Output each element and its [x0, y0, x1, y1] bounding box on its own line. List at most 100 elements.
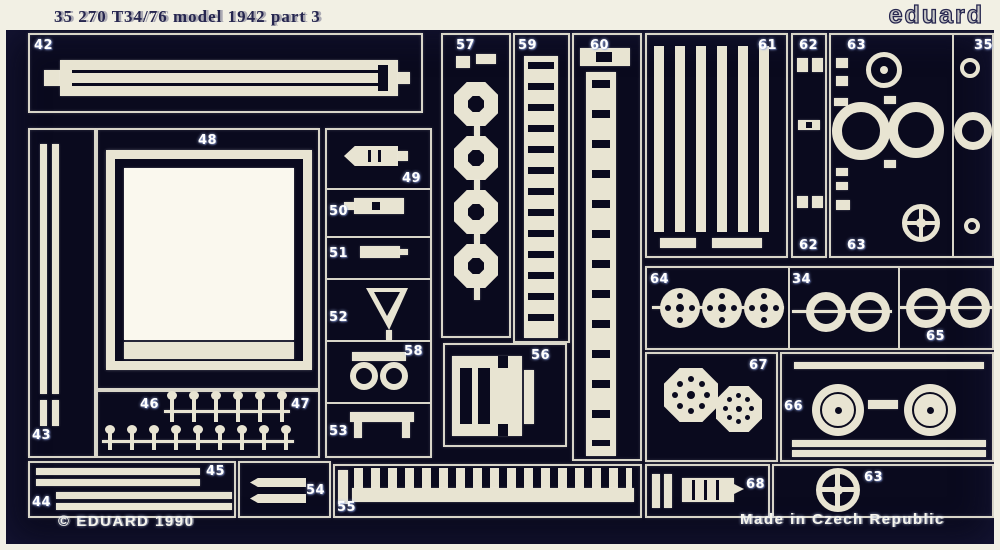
sprue-stem: [474, 126, 480, 136]
part-flange: [524, 370, 534, 424]
slot-cutout: [372, 202, 380, 210]
part-rail-short: [52, 400, 59, 426]
part-long-hull-strip: [60, 60, 398, 96]
part-number-44: 44: [32, 495, 52, 510]
part-number-51: 51: [329, 246, 349, 261]
part-flower-nut: [716, 386, 762, 432]
part-connector: [712, 238, 762, 248]
part-cylinder: [354, 198, 404, 214]
part-number-46: 46: [140, 397, 160, 412]
part-number-53: 53: [329, 424, 349, 439]
section-59: [513, 33, 570, 343]
petal-holes: [736, 406, 741, 411]
part-number-68: 68: [746, 477, 766, 492]
notch: [498, 424, 508, 436]
part-bracket-foot: [402, 422, 410, 438]
part-fitting: [798, 120, 820, 130]
part-number-57: 57: [456, 38, 476, 53]
part-grille-panel: [124, 168, 294, 340]
section-61: [645, 33, 788, 258]
divider: [952, 33, 954, 258]
part-bracket: [350, 412, 414, 422]
part-ring: [806, 292, 846, 332]
part-fitting: [812, 58, 823, 72]
part-dart: [250, 494, 306, 503]
part-ring: [950, 288, 990, 328]
part-number-63b: 63: [847, 238, 867, 253]
part-rail-short: [664, 474, 672, 508]
part-number-63c: 63: [864, 470, 884, 485]
pin-part: [211, 391, 221, 422]
part-number-65: 65: [926, 329, 946, 344]
part-small-ring: [960, 58, 980, 78]
pin-part: [167, 391, 177, 422]
part-strip: [56, 492, 232, 499]
groove: [378, 150, 381, 162]
part-strip: [792, 450, 986, 457]
sprue-stem: [474, 180, 480, 190]
part-tab: [398, 151, 408, 161]
groove: [368, 150, 371, 162]
part-nub: [344, 202, 354, 210]
part-wheel-disc: [812, 384, 864, 436]
part-fitting: [836, 58, 848, 68]
part-dart: [250, 478, 306, 487]
part-number-34: 34: [792, 272, 812, 287]
part-end-tab: [338, 470, 348, 504]
pin-part: [189, 391, 199, 422]
part-ring: [954, 112, 992, 150]
bolt-holes: [676, 304, 684, 312]
part-panel-band: [124, 342, 294, 359]
part-clamp-eye: [350, 362, 378, 390]
bolt-holes: [718, 304, 726, 312]
section-66: [780, 352, 994, 462]
part-big-ring: [888, 102, 944, 158]
nut-hole: [468, 258, 484, 274]
section-63-bottom: [772, 464, 994, 518]
part-strip: [36, 479, 200, 486]
part-flower-nut: [664, 368, 718, 422]
part-big-ring: [832, 102, 890, 160]
part-connector: [884, 160, 896, 168]
divider: [325, 402, 432, 404]
part-clamp-eye: [380, 362, 408, 390]
section-67: [645, 352, 778, 462]
wheel-hub: [916, 218, 926, 228]
part-number-62: 62: [799, 38, 819, 53]
petal-holes: [688, 392, 694, 398]
part-small-bar: [360, 246, 400, 258]
section-56: [443, 343, 567, 447]
eduard-logo: eduard: [888, 0, 984, 29]
groove: [716, 480, 719, 500]
part-tab: [398, 72, 410, 84]
part-small-plate: [476, 54, 496, 64]
pin-part: [237, 425, 247, 450]
part-number-43: 43: [32, 428, 52, 443]
part-rail-short: [652, 474, 660, 508]
part-small-ring: [964, 218, 980, 234]
part-spoked-wheel: [816, 468, 860, 512]
part-number-60: 60: [590, 38, 610, 53]
sprue-line: [164, 410, 290, 413]
part-rail: [40, 144, 47, 394]
part-rail: [52, 144, 59, 394]
section-48: [96, 128, 320, 390]
nut-hole: [468, 96, 484, 112]
part-octagon-nut: [454, 190, 498, 234]
part-number-61: 61: [758, 38, 778, 53]
groove: [692, 480, 695, 500]
part-fender-strip: [586, 72, 616, 456]
made-in-stamp: Made in Czech Republic: [740, 511, 945, 528]
part-shell: [344, 146, 398, 166]
pin-part: [215, 425, 225, 450]
part-number-50: 50: [329, 204, 349, 219]
part-fitting: [836, 182, 848, 190]
section-pins: [96, 390, 320, 458]
disc-groove: [912, 392, 948, 428]
section-68: [645, 464, 770, 518]
part-number-52: 52: [329, 310, 349, 325]
section-44-45: [28, 461, 236, 518]
part-number-56: 56: [531, 348, 551, 363]
slot-cutout: [460, 368, 472, 424]
pin-part: [105, 425, 115, 450]
